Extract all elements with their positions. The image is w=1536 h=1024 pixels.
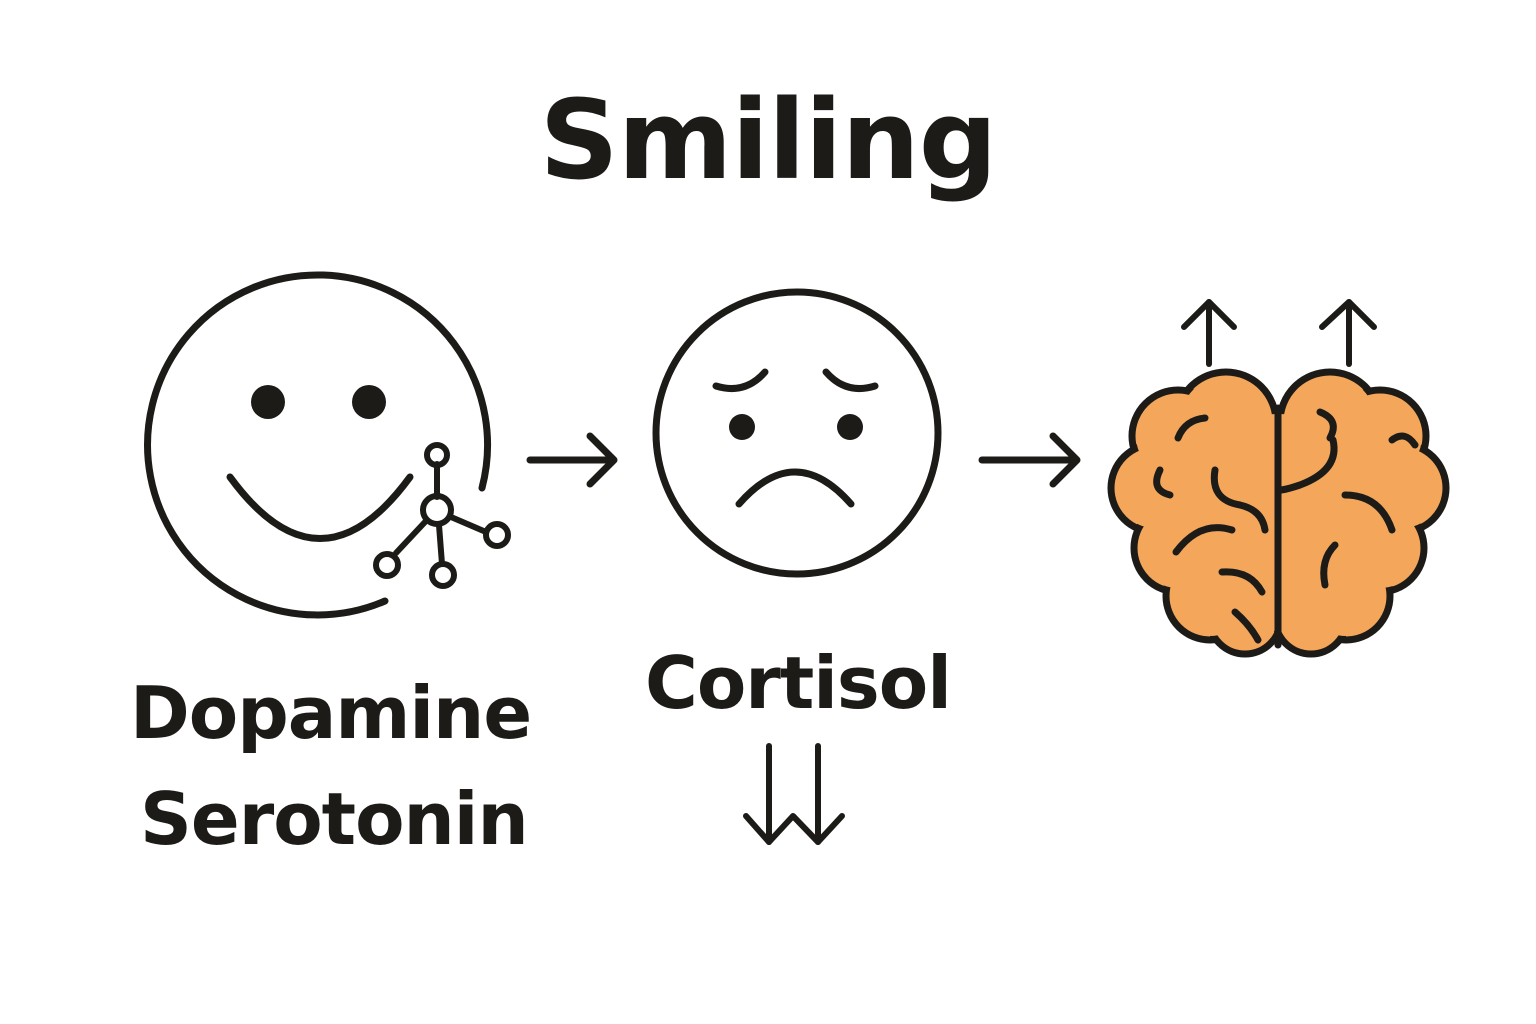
- right-eye: [352, 385, 386, 419]
- brain-icon: [1107, 368, 1450, 658]
- molecule-icon: [373, 442, 511, 589]
- frown-mouth: [735, 468, 855, 508]
- cortisol-label: Cortisol: [645, 641, 952, 725]
- serotonin-label: Serotonin: [140, 777, 529, 861]
- arrow-up-icon: [1319, 299, 1377, 367]
- left-brow: [712, 368, 769, 392]
- smile-mouth: [226, 473, 414, 542]
- smiling-face-icon: [144, 271, 492, 619]
- left-eye: [251, 385, 285, 419]
- right-eye: [837, 414, 863, 440]
- left-eye: [729, 414, 755, 440]
- dopamine-label: Dopamine: [130, 671, 532, 755]
- arrow-right-icon: [978, 432, 1081, 488]
- sad-face-icon: [652, 288, 942, 578]
- arrow-right-icon: [526, 432, 618, 488]
- diagram-title: Smiling: [539, 76, 997, 204]
- arrow-up-icon: [1181, 299, 1237, 367]
- right-brow: [822, 368, 879, 392]
- double-arrow-down-icon: [743, 743, 845, 845]
